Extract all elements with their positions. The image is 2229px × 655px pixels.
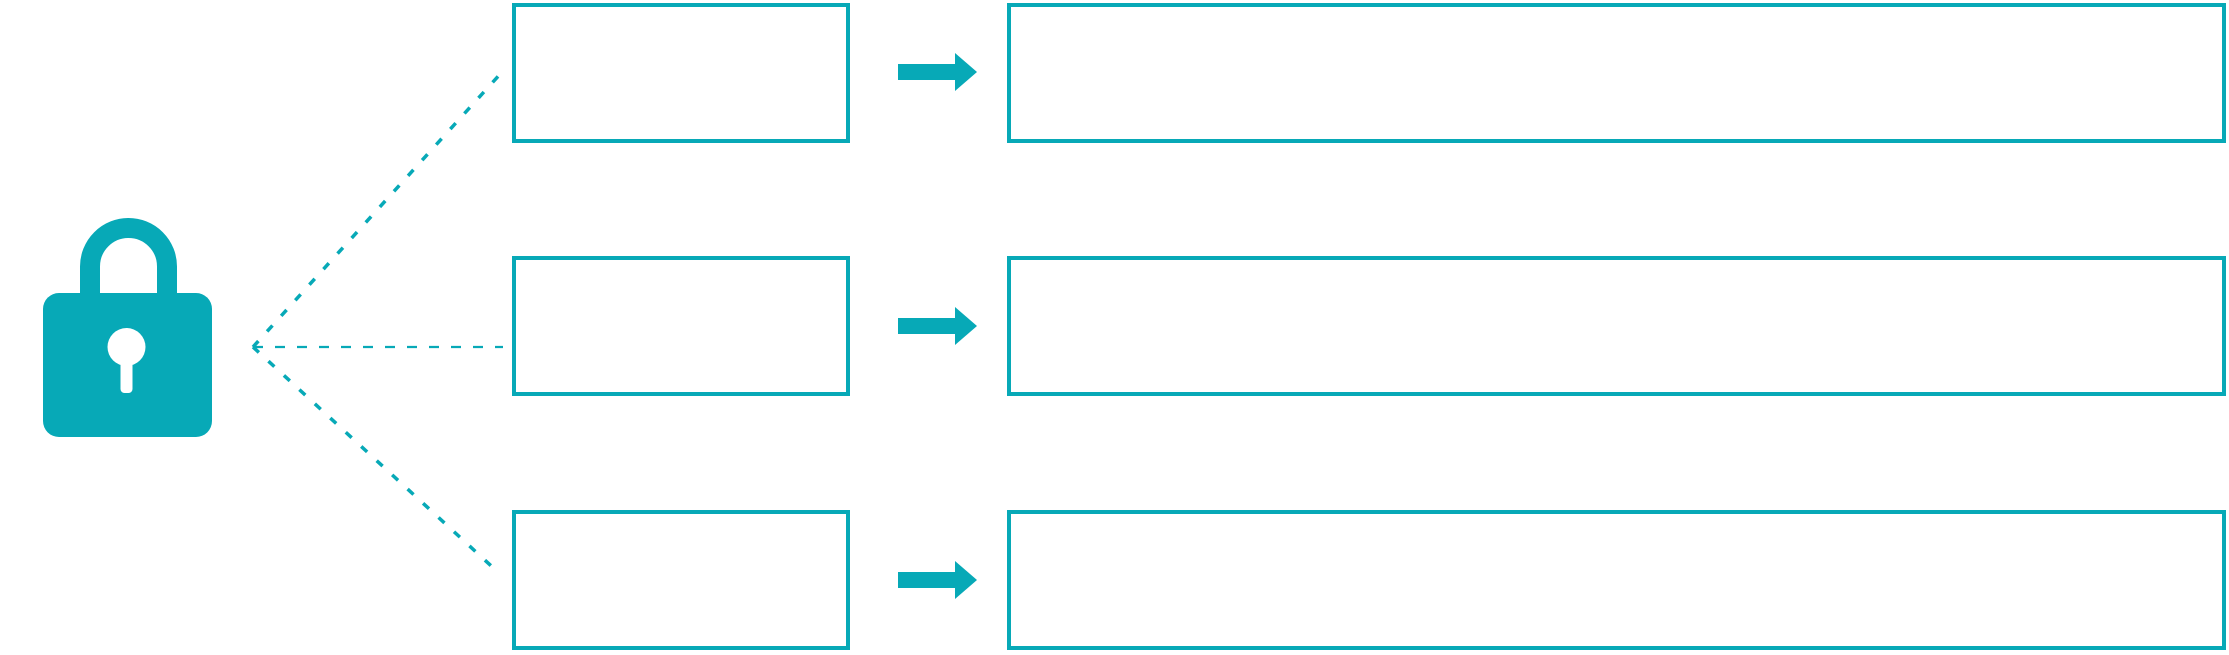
lock-shackle [80, 218, 177, 303]
right-arrow-icon [898, 561, 977, 599]
detail-box-top [1007, 3, 2226, 143]
lock-icon [43, 218, 212, 437]
arrow-shaft [898, 64, 955, 80]
dotted-connector-top [251, 70, 504, 349]
label-box-middle [512, 256, 850, 396]
label-box-bottom [512, 510, 850, 650]
right-arrow-icon [898, 307, 977, 345]
detail-box-middle [1007, 256, 2226, 396]
lock-keyhole-stem [120, 347, 133, 393]
detail-box-bottom [1007, 510, 2226, 650]
arrow-head [955, 53, 977, 91]
arrow-head [955, 307, 977, 345]
label-box-top [512, 3, 850, 143]
dotted-connector-bottom [251, 345, 502, 576]
right-arrow-icon [898, 53, 977, 91]
arrow-head [955, 561, 977, 599]
arrow-shaft [898, 318, 955, 334]
arrow-shaft [898, 572, 955, 588]
